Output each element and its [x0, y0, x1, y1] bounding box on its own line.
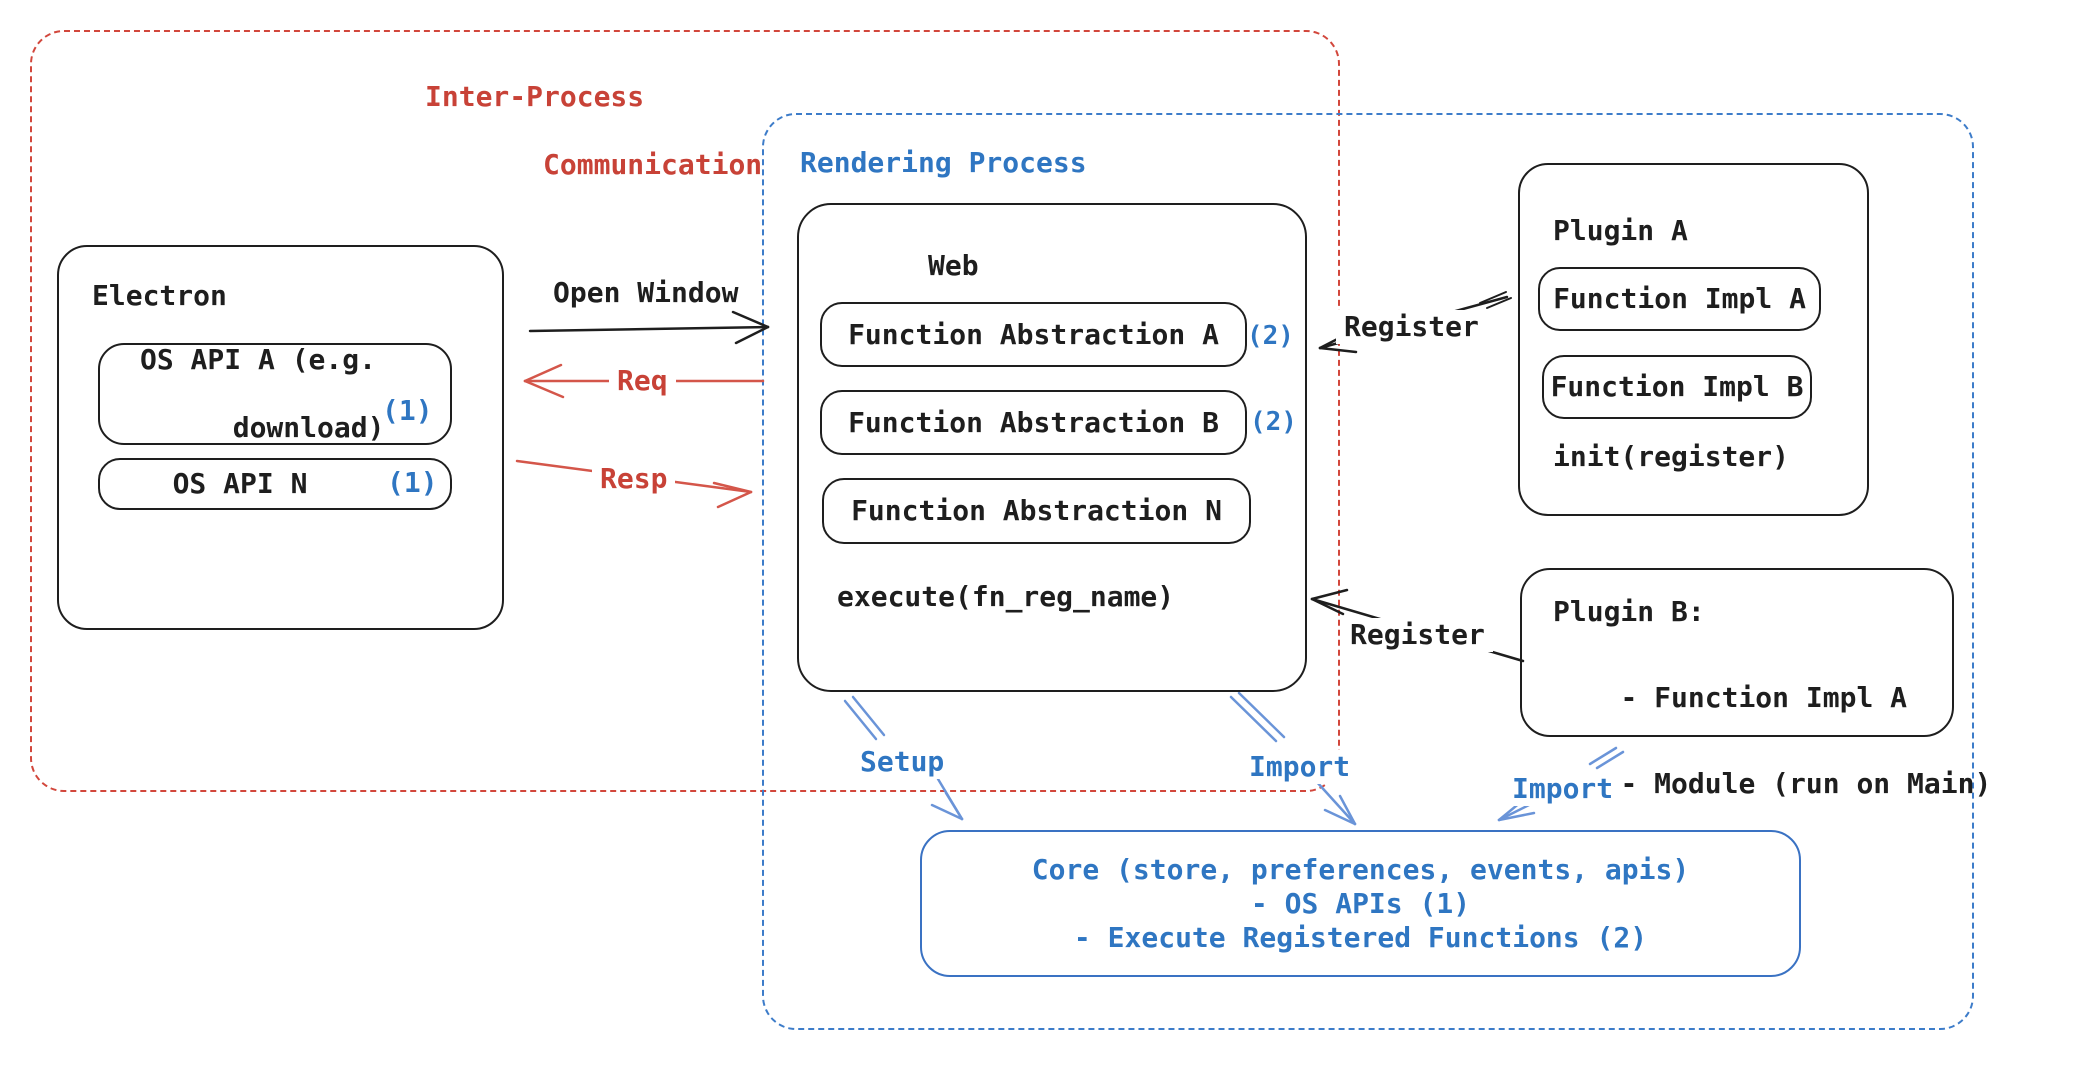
- electron-box: [57, 245, 504, 630]
- os-api-a-label: OS API A (e.g. download): [132, 343, 419, 445]
- req-label: Req: [609, 364, 676, 398]
- plugin-a-footer: init(register): [1553, 440, 1790, 473]
- function-impl-a-box: Function Impl A: [1538, 267, 1821, 331]
- ipc-label-line2: Communication: [543, 148, 763, 181]
- import-web-label: Import: [1241, 750, 1359, 784]
- ipc-label-line1: Inter-Process: [425, 80, 645, 113]
- function-abstraction-b-label: Function Abstraction B: [848, 405, 1219, 439]
- os-api-a-badge: (1): [382, 394, 433, 427]
- web-title: Web: [928, 249, 979, 282]
- ipc-region-label: Inter-Process Communication: [425, 80, 762, 182]
- plugin-b-line2: - Function Impl A: [1620, 681, 1908, 714]
- core-line2: - OS APIs (1): [1250, 886, 1471, 920]
- function-impl-b-label: Function Impl B: [1550, 370, 1804, 403]
- open-window-arrow: [528, 310, 770, 345]
- os-api-n-label: OS API N: [172, 467, 308, 500]
- os-api-n-box: OS API N: [98, 458, 452, 510]
- function-abstraction-a-badge: (2): [1247, 321, 1294, 351]
- function-abstraction-a-box: Function Abstraction A: [820, 302, 1247, 367]
- electron-title: Electron: [92, 279, 227, 312]
- plugin-a-box: [1518, 163, 1869, 516]
- core-line1: Core (store, preferences, events, apis): [1031, 852, 1690, 886]
- import-plugin-b-arrow: [1497, 746, 1625, 822]
- os-api-a-box: OS API A (e.g. download): [98, 343, 452, 445]
- function-abstraction-b-box: Function Abstraction B: [820, 390, 1247, 455]
- plugin-b-box: [1520, 568, 1954, 737]
- ipc-region-box: [30, 30, 1340, 792]
- plugin-a-title: Plugin A: [1553, 214, 1688, 247]
- import-web-arrow: [1229, 691, 1357, 826]
- os-api-a-line2: download): [232, 411, 385, 444]
- import-plugin-b-label: Import: [1504, 772, 1622, 806]
- rendering-region-label: Rendering Process: [800, 146, 1087, 179]
- setup-label: Setup: [852, 745, 953, 779]
- register-plugin-b-label: Register: [1342, 618, 1493, 652]
- plugin-b-text: Plugin B: - Function Impl A - Module (ru…: [1553, 590, 1991, 805]
- function-abstraction-a-label: Function Abstraction A: [848, 317, 1219, 351]
- plugin-b-line3: - Module (run on Main): [1620, 767, 1992, 800]
- os-api-n-badge: (1): [387, 466, 438, 499]
- web-footer: execute(fn_reg_name): [837, 580, 1175, 613]
- os-api-a-line1: OS API A (e.g.: [139, 343, 376, 376]
- setup-arrow: [843, 695, 964, 821]
- plugin-b-line1: Plugin B:: [1553, 595, 1705, 628]
- rendering-region-box: [762, 113, 1974, 1030]
- function-impl-b-box: Function Impl B: [1542, 355, 1812, 419]
- function-abstraction-n-box: Function Abstraction N: [822, 478, 1251, 544]
- web-box: [797, 203, 1307, 692]
- function-abstraction-n-label: Function Abstraction N: [851, 494, 1222, 527]
- function-impl-a-label: Function Impl A: [1553, 282, 1806, 315]
- register-plugin-a-label: Register: [1336, 310, 1487, 344]
- open-window-label: Open Window: [553, 276, 739, 309]
- function-abstraction-b-badge: (2): [1250, 407, 1297, 437]
- core-line3: - Execute Registered Functions (2): [1073, 920, 1648, 954]
- resp-label: Resp: [592, 462, 676, 496]
- core-box: Core (store, preferences, events, apis) …: [920, 830, 1801, 977]
